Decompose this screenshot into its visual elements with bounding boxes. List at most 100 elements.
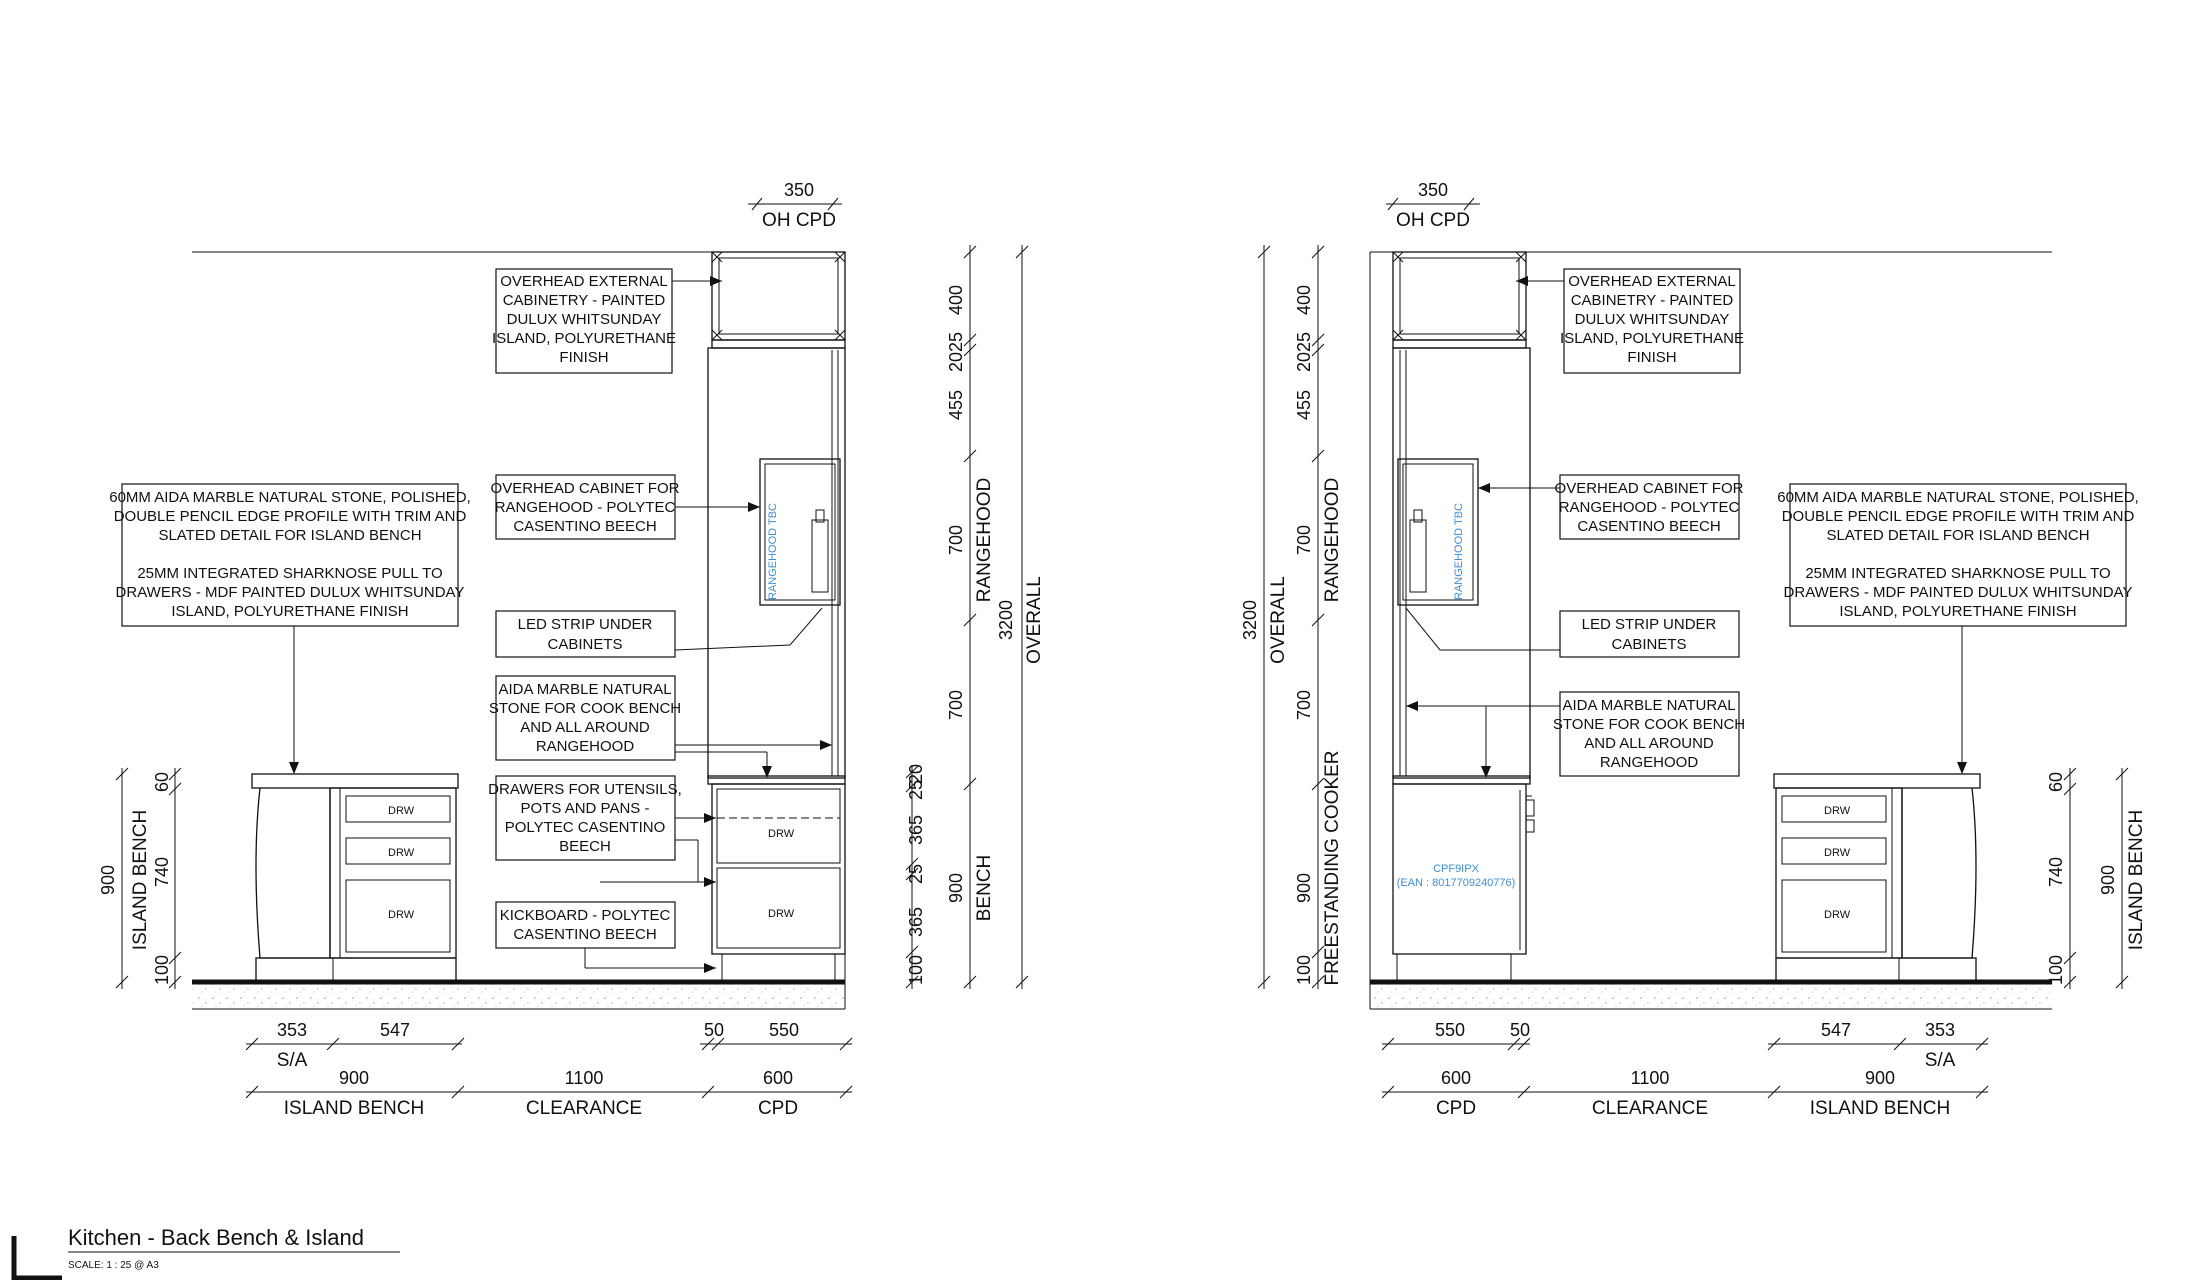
svg-text:100: 100 <box>906 955 926 985</box>
svg-text:CABINETS: CABINETS <box>547 636 622 653</box>
svg-text:AND ALL AROUND: AND ALL AROUND <box>520 719 650 736</box>
svg-text:CASENTINO BEECH: CASENTINO BEECH <box>513 518 656 535</box>
svg-text:RANGEHOOD: RANGEHOOD <box>1600 754 1699 771</box>
dim-oh-cpd-right: 350 OH CPD <box>1386 180 1480 231</box>
svg-text:ISLAND, POLYURETHANE FINISH: ISLAND, POLYURETHANE FINISH <box>171 603 408 620</box>
svg-text:S/A: S/A <box>1925 1050 1956 1071</box>
rangehood-tbc-label-right: RANGEHOOD TBC <box>1453 503 1465 600</box>
svg-text:547: 547 <box>380 1020 410 1040</box>
svg-text:FINISH: FINISH <box>1627 349 1676 366</box>
title-block-bracket <box>11 1236 62 1280</box>
svg-text:1100: 1100 <box>1631 1068 1670 1088</box>
svg-text:900: 900 <box>1294 873 1314 903</box>
svg-text:400: 400 <box>1294 285 1314 315</box>
svg-text:OVERHEAD EXTERNAL: OVERHEAD EXTERNAL <box>500 273 668 290</box>
note-overhead-external-right: OVERHEAD EXTERNAL CABINETRY - PAINTED DU… <box>1516 268 1744 374</box>
svg-text:ISLAND BENCH: ISLAND BENCH <box>284 1098 424 1119</box>
svg-text:50: 50 <box>704 1020 724 1040</box>
svg-text:3200: 3200 <box>996 600 1016 640</box>
svg-text:50: 50 <box>1510 1020 1530 1040</box>
svg-text:60MM AIDA MARBLE NATURAL STONE: 60MM AIDA MARBLE NATURAL STONE, POLISHED… <box>109 489 471 506</box>
note-overhead-external-left: OVERHEAD EXTERNAL CABINETRY - PAINTED DU… <box>492 268 722 374</box>
svg-text:FINISH: FINISH <box>559 349 608 366</box>
svg-text:FREESTANDING COOKER: FREESTANDING COOKER <box>1322 750 1343 985</box>
svg-text:OVERHEAD CABINET FOR: OVERHEAD CABINET FOR <box>1555 480 1744 497</box>
note-overhead-cabinet-left: OVERHEAD CABINET FOR RANGEHOOD - POLYTEC… <box>491 474 760 540</box>
dim-chain-left-of-right-view: 400 25 20 455 700 700 900 100 3200 OVERA… <box>1240 245 1343 989</box>
svg-text:550: 550 <box>769 1020 799 1040</box>
svg-text:DOUBLE PENCIL EDGE PROFILE WIT: DOUBLE PENCIL EDGE PROFILE WITH TRIM AND <box>1782 508 2135 525</box>
svg-text:OH CPD: OH CPD <box>762 210 836 231</box>
cpd-base-cabinet-left: DRW DRW <box>707 775 846 982</box>
svg-text:CLEARANCE: CLEARANCE <box>1592 1098 1708 1119</box>
svg-text:25: 25 <box>946 332 966 352</box>
svg-text:60: 60 <box>2046 772 2066 792</box>
svg-text:SLATED DETAIL FOR ISLAND BENCH: SLATED DETAIL FOR ISLAND BENCH <box>1826 527 2089 544</box>
svg-text:400: 400 <box>946 285 966 315</box>
svg-text:AND ALL AROUND: AND ALL AROUND <box>1584 735 1714 752</box>
note-overhead-cabinet-right: OVERHEAD CABINET FOR RANGEHOOD - POLYTEC… <box>1478 474 1744 540</box>
svg-text:DRAWERS - MDF PAINTED DULUX WH: DRAWERS - MDF PAINTED DULUX WHITSUNDAY <box>116 584 465 601</box>
svg-text:100: 100 <box>1294 955 1314 985</box>
note-kickboard-left: KICKBOARD - POLYTEC CASENTINO BEECH <box>495 901 716 973</box>
rangehood-tbc-label-left: RANGEHOOD TBC <box>767 503 779 600</box>
svg-text:DRW: DRW <box>388 805 415 817</box>
note-drawers-left: DRAWERS FOR UTENSILS, POTS AND PANS - PO… <box>488 775 716 887</box>
svg-text:60: 60 <box>152 772 172 792</box>
cpd-tall-cabinet-left <box>707 251 846 779</box>
floor-slab-left <box>192 983 845 1009</box>
cooker-ean-label: (EAN : 8017709240776) <box>1397 877 1516 889</box>
svg-text:353: 353 <box>1925 1020 1955 1040</box>
svg-text:1100: 1100 <box>565 1068 604 1088</box>
svg-text:700: 700 <box>946 690 966 720</box>
dim-bottom-right: 550 50 547 353 S/A 600 1100 900 CPD CLEA… <box>1381 1020 1989 1119</box>
svg-text:DOUBLE PENCIL EDGE PROFILE WIT: DOUBLE PENCIL EDGE PROFILE WITH TRIM AND <box>114 508 467 525</box>
svg-text:700: 700 <box>946 525 966 555</box>
floor-slab-right <box>1370 983 2052 1009</box>
svg-text:STONE FOR COOK BENCH: STONE FOR COOK BENCH <box>489 700 681 717</box>
svg-text:900: 900 <box>2098 865 2118 895</box>
island-bench-right: DRW DRW DRW <box>1773 773 1981 983</box>
note-aida-marble-left: AIDA MARBLE NATURAL STONE FOR COOK BENCH… <box>489 675 832 778</box>
svg-text:OVERALL: OVERALL <box>1024 576 1045 664</box>
svg-text:DRW: DRW <box>1824 909 1851 921</box>
svg-text:S/A: S/A <box>277 1050 308 1071</box>
svg-text:CPD: CPD <box>758 1098 798 1119</box>
svg-text:350: 350 <box>784 180 814 200</box>
svg-text:25MM INTEGRATED SHARKNOSE PULL: 25MM INTEGRATED SHARKNOSE PULL TO <box>137 565 442 582</box>
svg-text:ISLAND, POLYURETHANE: ISLAND, POLYURETHANE <box>492 330 676 347</box>
svg-text:DRW: DRW <box>1824 847 1851 859</box>
svg-text:DRW: DRW <box>1824 805 1851 817</box>
svg-text:BEECH: BEECH <box>559 838 611 855</box>
svg-text:AIDA MARBLE NATURAL: AIDA MARBLE NATURAL <box>1562 697 1735 714</box>
note-island-stone-left: 60MM AIDA MARBLE NATURAL STONE, POLISHED… <box>109 483 471 774</box>
svg-text:3200: 3200 <box>1240 600 1260 640</box>
svg-text:CPD: CPD <box>1436 1098 1476 1119</box>
svg-text:DRAWERS - MDF PAINTED DULUX WH: DRAWERS - MDF PAINTED DULUX WHITSUNDAY <box>1784 584 2133 601</box>
drw-label: DRW <box>768 828 795 840</box>
dim-island-right: 60 740 100 900 ISLAND BENCH <box>2046 767 2147 989</box>
svg-text:20: 20 <box>906 764 926 784</box>
svg-text:DRW: DRW <box>388 909 415 921</box>
note-led-strip-right: LED STRIP UNDER CABINETS <box>1405 607 1740 658</box>
note-led-strip-left: LED STRIP UNDER CABINETS <box>495 607 823 658</box>
svg-text:547: 547 <box>1821 1020 1851 1040</box>
svg-text:DRW: DRW <box>388 847 415 859</box>
svg-text:100: 100 <box>2046 955 2066 985</box>
svg-text:LED STRIP UNDER: LED STRIP UNDER <box>518 616 653 633</box>
island-bench-left: DRW DRW DRW <box>251 773 459 983</box>
note-aida-marble-right: AIDA MARBLE NATURAL STONE FOR COOK BENCH… <box>1406 691 1745 778</box>
svg-text:RANGEHOOD: RANGEHOOD <box>1322 478 1343 603</box>
dim-oh-cpd-left: 350 OH CPD <box>748 180 842 231</box>
svg-text:DULUX WHITSUNDAY: DULUX WHITSUNDAY <box>1575 311 1730 328</box>
svg-text:25: 25 <box>1294 332 1314 352</box>
rangehood-box-right: RANGEHOOD TBC <box>1397 458 1479 606</box>
dim-island-left: 900 ISLAND BENCH 740 60 100 <box>98 767 182 989</box>
svg-text:ISLAND, POLYURETHANE: ISLAND, POLYURETHANE <box>1560 330 1744 347</box>
dim-bottom-left: 353 S/A 547 50 550 900 1100 600 ISLAND B… <box>245 1020 853 1119</box>
svg-text:AIDA MARBLE NATURAL: AIDA MARBLE NATURAL <box>498 681 671 698</box>
svg-text:550: 550 <box>1435 1020 1465 1040</box>
svg-text:25MM INTEGRATED SHARKNOSE PULL: 25MM INTEGRATED SHARKNOSE PULL TO <box>1805 565 2110 582</box>
drw-label: DRW <box>768 908 795 920</box>
svg-text:900: 900 <box>946 873 966 903</box>
